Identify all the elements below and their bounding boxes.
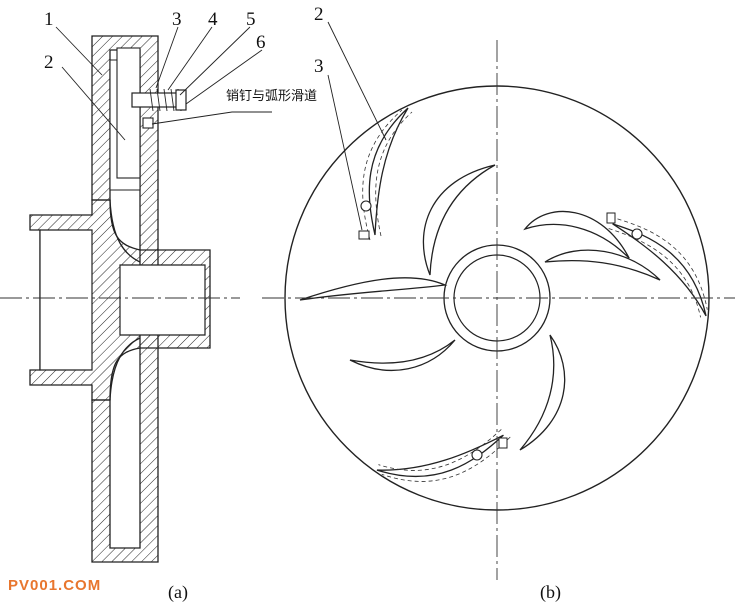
label-part-3: 3 xyxy=(172,9,182,30)
impeller-view-b: 2 3 (b) xyxy=(262,4,735,603)
label-part-4: 4 xyxy=(208,9,218,30)
label-part-1: 1 xyxy=(44,9,54,30)
pin-block xyxy=(498,437,508,449)
label-part-5: 5 xyxy=(246,9,256,30)
pin-circle xyxy=(360,200,372,212)
label-slide-3: 3 xyxy=(314,56,324,77)
pin-circle xyxy=(631,228,643,240)
caption-a: (a) xyxy=(168,582,188,603)
pin-circle xyxy=(471,449,483,461)
caption-b: (b) xyxy=(540,582,561,603)
blade-2-section xyxy=(116,47,141,179)
pin-block xyxy=(358,230,370,240)
label-blade-2: 2 xyxy=(314,4,324,25)
section-view-a: 1 2 3 4 5 6 销钉与弧形滑道 (a) xyxy=(0,9,317,603)
label-part-6: 6 xyxy=(256,32,266,53)
pin-assembly xyxy=(131,88,187,129)
label-part-2: 2 xyxy=(44,52,54,73)
pin-slide-annotation: 销钉与弧形滑道 xyxy=(226,89,317,104)
pin-block xyxy=(606,212,616,224)
watermark-text: PV001.COM xyxy=(8,577,101,594)
blade-group xyxy=(299,107,730,510)
